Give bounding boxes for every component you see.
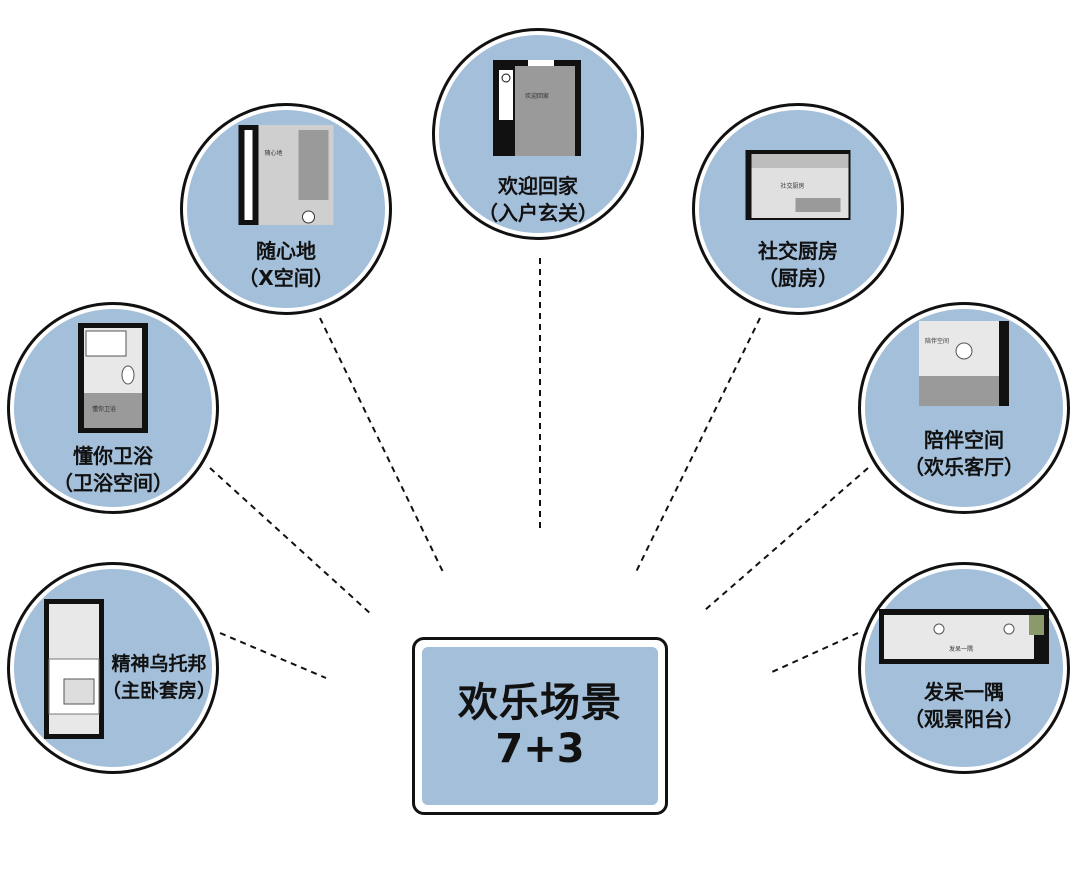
floorplan-entry-icon: 欢迎回家: [493, 60, 581, 156]
plan-label: 社交厨房: [781, 182, 805, 190]
node-master[interactable]: 精神乌托邦 （主卧套房）: [7, 562, 219, 774]
floorplan-living-icon: 陪伴空间: [919, 321, 1009, 406]
node-title: 陪伴空间: [924, 428, 1004, 452]
center-title: 欢乐场景: [458, 680, 622, 726]
plan-label: 陪伴空间: [925, 337, 949, 345]
connector-kitchen: [635, 317, 761, 573]
floorplan-master-icon: [44, 599, 104, 739]
node-subtitle: （欢乐客厅）: [904, 455, 1024, 479]
plan-label: 懂你卫浴: [92, 405, 116, 413]
node-title: 懂你卫浴: [73, 444, 153, 468]
node-x-space[interactable]: 随心地 随心地 （X空间）: [180, 103, 392, 315]
plan-label: 欢迎回家: [525, 92, 549, 100]
node-subtitle: （主卧套房）: [101, 680, 216, 702]
node-subtitle: （厨房）: [758, 266, 838, 290]
floorplan-bath-icon: 懂你卫浴: [78, 323, 148, 433]
center-box: 欢乐场景 7+3: [412, 637, 668, 815]
node-entry[interactable]: 欢迎回家 欢迎回家 （入户玄关）: [432, 28, 644, 240]
connector-master: [219, 632, 327, 679]
connector-x-space: [319, 317, 444, 573]
node-subtitle: （X空间）: [238, 266, 334, 290]
node-title: 发呆一隅: [924, 680, 1004, 704]
connector-balcony: [771, 632, 859, 673]
node-balcony[interactable]: 发呆一隅 发呆一隅 （观景阳台）: [858, 562, 1070, 774]
floorplan-x-space-icon: 随心地: [238, 125, 334, 225]
center-subtitle: 7+3: [495, 726, 585, 772]
node-title: 社交厨房: [758, 239, 838, 263]
node-bath[interactable]: 懂你卫浴 懂你卫浴 （卫浴空间）: [7, 302, 219, 514]
node-kitchen[interactable]: 社交厨房 社交厨房 （厨房）: [692, 103, 904, 315]
plan-label: 随心地: [265, 149, 283, 157]
floorplan-kitchen-icon: 社交厨房: [745, 150, 851, 220]
node-living[interactable]: 陪伴空间 陪伴空间 （欢乐客厅）: [858, 302, 1070, 514]
floorplan-balcony-icon: 发呆一隅: [879, 609, 1049, 664]
connector-living: [704, 467, 869, 611]
node-title: 精神乌托邦: [111, 653, 207, 675]
node-subtitle: （卫浴空间）: [53, 471, 173, 495]
node-subtitle: （观景阳台）: [904, 707, 1024, 731]
node-subtitle: （入户玄关）: [478, 201, 598, 225]
node-title: 欢迎回家: [498, 174, 578, 198]
plan-label: 发呆一隅: [949, 645, 973, 653]
connector-bath: [209, 467, 373, 616]
node-title: 随心地: [256, 239, 316, 263]
